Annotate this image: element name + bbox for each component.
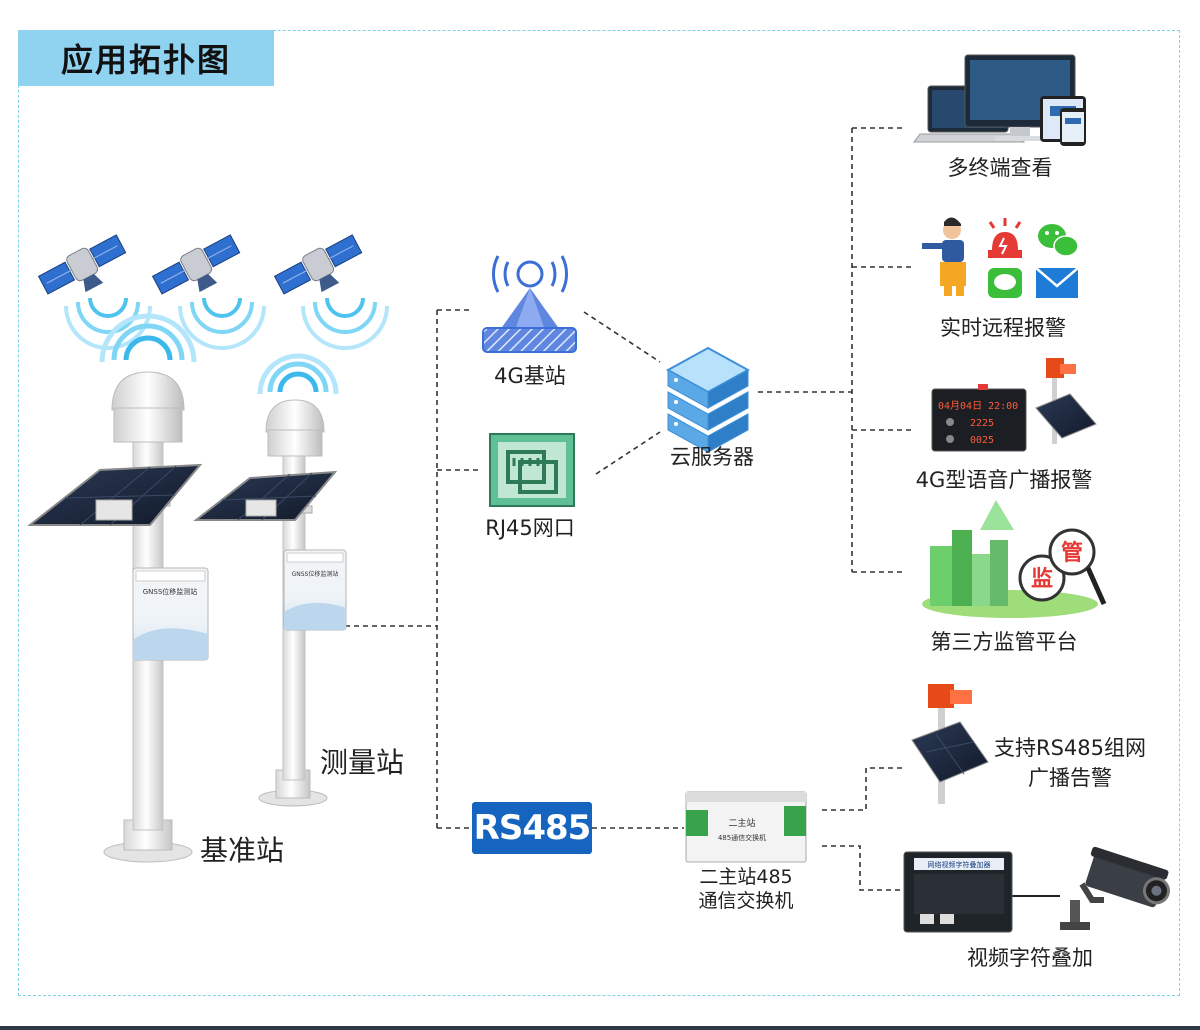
message-icon <box>988 268 1022 298</box>
led-display-icon: 04月04日 22:00 2225 0025 <box>931 384 1027 452</box>
solar-alarm-pole-icon <box>1035 358 1097 444</box>
phone-icon <box>1060 108 1086 146</box>
voice-alarm-devices: 04月04日 22:00 2225 0025 <box>931 358 1097 452</box>
wechat-icon <box>1038 224 1079 257</box>
third-party-platform-graphic: 监 管 <box>922 500 1107 618</box>
display-row-1: 04月04日 22:00 <box>938 400 1018 412</box>
switch-label-line2: 通信交换机 <box>698 890 794 912</box>
page-title: 应用拓扑图 <box>18 30 274 86</box>
bottom-bar <box>0 1026 1200 1030</box>
city-icon <box>930 500 1014 606</box>
gnss-antenna-icon <box>265 399 325 457</box>
third-party-label: 第三方监管平台 <box>930 630 1078 654</box>
solar-panel-icon <box>27 463 203 526</box>
signal-waves-icon <box>257 353 339 395</box>
display-row-2: 2225 <box>970 418 994 429</box>
overlay-device-text: 网络视频字符叠加器 <box>928 860 991 869</box>
magnifier-icon: 监 管 <box>1018 528 1107 606</box>
rj45-label: RJ45网口 <box>485 516 575 540</box>
rs485-network-label-line2: 广播告警 <box>1028 766 1112 790</box>
rs485-alarm-device <box>911 684 989 804</box>
stamp-char-1: 监 <box>1031 566 1053 592</box>
multi-terminal-label: 多终端查看 <box>947 156 1053 180</box>
video-overlay-label: 视频字符叠加 <box>967 946 1093 970</box>
mail-icon <box>1035 267 1079 298</box>
base-station-label: 基准站 <box>200 834 285 867</box>
gnss-antenna-icon <box>111 371 185 443</box>
diagram-frame <box>18 30 1180 996</box>
cell-tower-icon <box>482 255 577 353</box>
ethernet-port-icon <box>489 433 575 507</box>
display-row-3: 0025 <box>970 435 994 446</box>
video-overlay-device: 网络视频字符叠加器 <box>903 851 1013 933</box>
server-icon <box>665 346 751 453</box>
switch-device-text: 485通信交换机 <box>718 833 766 842</box>
gnss-box-label: GNSS位移监测站 <box>292 570 339 578</box>
stamp-char-2: 管 <box>1061 540 1083 566</box>
gnss-monitor-box: GNSS位移监测站 <box>283 549 347 631</box>
rs485-badge: RS485 <box>472 802 592 854</box>
signal-waves-icon <box>99 313 197 363</box>
camera-icon <box>1060 846 1170 930</box>
realtime-alarm-icons <box>922 217 1079 298</box>
gnss-box-label: GNSS位移监测站 <box>143 587 198 596</box>
cloud-server-label: 云服务器 <box>670 445 754 469</box>
voice-alarm-label: 4G型语音广播报警 <box>915 468 1093 492</box>
switch-title-text: 二主站 <box>728 817 755 829</box>
gnss-monitor-box: GNSS位移监测站 <box>132 567 209 661</box>
base-station-pole: GNSS位移监测站 <box>27 313 209 863</box>
multi-terminal-devices <box>913 54 1086 146</box>
rs485-switch-device: 二主站 485通信交换机 <box>685 791 807 863</box>
measuring-station-label: 测量站 <box>320 746 405 779</box>
solar-panel-icon <box>193 470 338 521</box>
station-4g-label: 4G基站 <box>494 364 566 388</box>
measuring-station-pole: GNSS位移监测站 <box>193 353 347 807</box>
person-icon <box>922 217 966 296</box>
switch-label-line1: 二主站485 <box>699 866 793 888</box>
solar-panel-icon <box>911 721 989 783</box>
alarm-light-icon <box>988 218 1022 258</box>
connector-lines <box>345 127 915 891</box>
rs485-network-label-line1: 支持RS485组网 <box>993 736 1147 760</box>
satellite-icon <box>274 234 389 350</box>
realtime-alarm-label: 实时远程报警 <box>940 316 1066 340</box>
